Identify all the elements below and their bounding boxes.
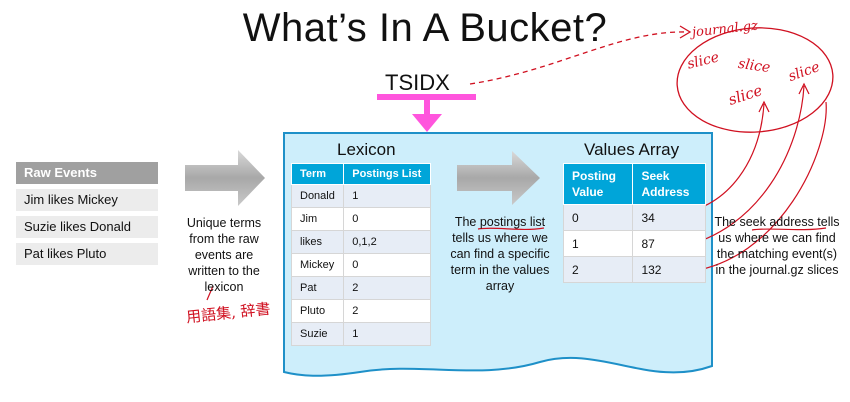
postings-cell: 1 [343, 322, 431, 346]
lexicon-column-header: Postings List [343, 163, 431, 185]
postings-cell: 0 [343, 253, 431, 277]
raw-event-item: Suzie likes Donald [16, 216, 158, 238]
posting-value-cell: 1 [562, 230, 634, 257]
seek-address-cell: 34 [632, 204, 706, 231]
seek-note-highlight: seek address [739, 215, 814, 229]
raw-event-item: Jim likes Mickey [16, 189, 158, 211]
seek-note-pre: The [714, 215, 740, 229]
postings-note-post: tells us where we can find a specific te… [450, 231, 550, 293]
postings-underline [477, 227, 545, 230]
term-cell: Pluto [290, 299, 345, 323]
unique-terms-note: Unique terms from the raw events are wri… [186, 216, 262, 294]
term-cell: Jim [290, 207, 345, 231]
lexicon-title: Lexicon [337, 140, 396, 159]
seek-87-arrow [679, 85, 805, 248]
values-column-header: Posting Value [562, 163, 634, 205]
tsidx-down-arrow-head [412, 114, 442, 132]
seek-address-cell: 87 [632, 230, 706, 257]
lexicon-column-header: Term [290, 163, 345, 185]
lexicon-to-values-arrow [457, 151, 540, 205]
values-header-row: Posting Value Seek Address [562, 163, 706, 205]
seek-address-cell: 132 [632, 256, 706, 283]
postings-cell: 2 [343, 276, 431, 300]
page-title: What’s In A Bucket? [242, 6, 608, 50]
tsidx-to-journal-arrow [469, 31, 689, 85]
raw-to-lexicon-arrow [185, 150, 265, 206]
postings-cell: 0 [343, 207, 431, 231]
values-column-header: Seek Address [632, 163, 706, 205]
term-cell: likes [290, 230, 345, 254]
seek-132-arrow [685, 101, 827, 273]
postings-note-pre: The [454, 215, 480, 229]
postings-cell: 0,1,2 [343, 230, 431, 254]
posting-value-cell: 2 [562, 256, 634, 283]
postings-note-highlight: postings list [479, 215, 546, 229]
posting-value-cell: 0 [562, 204, 634, 231]
raw-events-header: Raw Events [16, 162, 158, 184]
seek-note-post: tells us where we can find the matching … [715, 215, 840, 277]
raw-event-item: Pat likes Pluto [16, 243, 158, 265]
journal-slices-circle [676, 27, 834, 133]
lexicon-note-tick [206, 285, 214, 301]
term-cell: Donald [290, 184, 345, 208]
lexicon-header-row: Term Postings List [290, 163, 431, 185]
seek-address-note: The seek address tells us where we can f… [712, 214, 842, 278]
seek-underline [751, 227, 827, 231]
postings-cell: 1 [343, 184, 431, 208]
postings-note: The postings list tells us where we can … [443, 214, 557, 294]
term-cell: Mickey [290, 253, 345, 277]
term-cell: Pat [290, 276, 345, 300]
postings-cell: 2 [343, 299, 431, 323]
values-array-title: Values Array [584, 140, 680, 159]
term-cell: Suzie [290, 322, 345, 346]
tsidx-label: TSIDX [385, 70, 450, 95]
